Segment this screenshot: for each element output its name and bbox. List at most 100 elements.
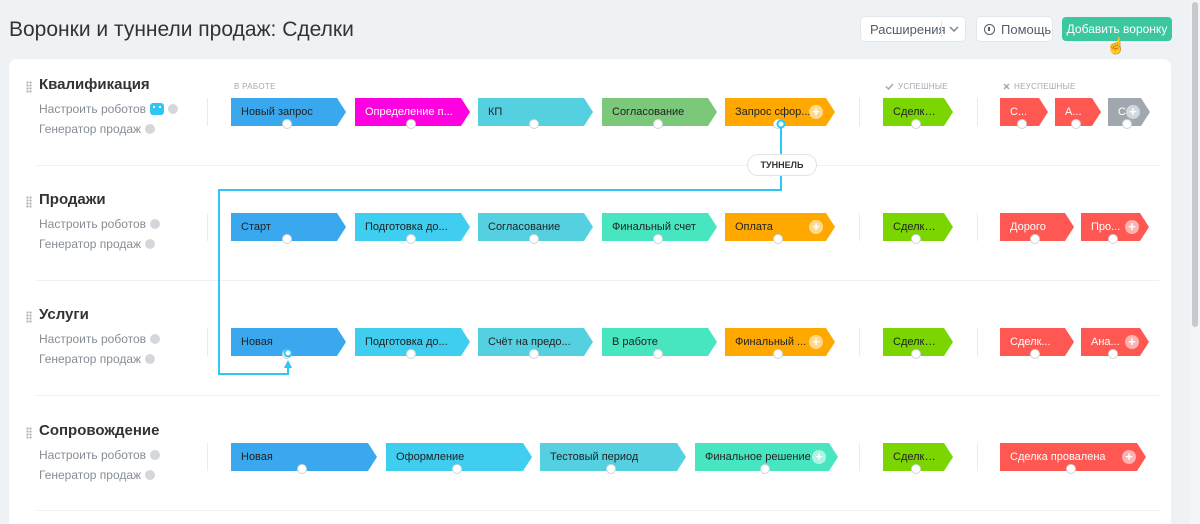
help-button[interactable]: Помощь — [977, 17, 1052, 41]
plus-icon[interactable]: + — [1125, 220, 1139, 234]
help-icon[interactable] — [145, 470, 156, 480]
stage-connector-dot[interactable] — [760, 465, 769, 473]
generator-label: Генератор продаж — [39, 122, 142, 136]
cross-icon — [1003, 83, 1010, 90]
drag-handle-icon[interactable] — [26, 311, 32, 323]
info-icon — [984, 23, 995, 35]
help-icon[interactable] — [168, 104, 179, 114]
stage-connector-dot[interactable] — [453, 465, 461, 473]
stage-connector-dot[interactable] — [653, 350, 662, 358]
add-funnel-button[interactable]: Добавить воронку — [1062, 17, 1172, 41]
stage-connector-dot[interactable] — [406, 350, 415, 358]
generator-link[interactable]: Генератор продаж — [39, 122, 156, 136]
stage-label: Согласование — [488, 221, 561, 233]
stage-connector-dot[interactable] — [529, 120, 538, 128]
stage-label: С — [1118, 106, 1126, 118]
generator-label: Генератор продаж — [39, 352, 142, 366]
stage-label: Подготовка до... — [365, 336, 448, 348]
stage-connector-dot[interactable] — [1109, 350, 1117, 358]
divider — [977, 443, 978, 471]
robots-label: Настроить роботов — [39, 217, 147, 231]
hand-cursor-icon: ☝ — [1106, 38, 1126, 55]
funnel-title: Сопровождение — [39, 422, 160, 439]
stage-label: Новый запрос — [241, 106, 313, 118]
stage-connector-dot[interactable] — [774, 350, 782, 358]
stage-label: Финальное решение — [705, 451, 811, 463]
plus-icon[interactable]: + — [1125, 335, 1139, 349]
stage-label: Сделк... — [1010, 336, 1051, 348]
robots-link[interactable]: Настроить роботов — [39, 102, 179, 116]
help-icon[interactable] — [145, 354, 156, 364]
help-icon[interactable] — [150, 334, 161, 344]
help-icon[interactable] — [145, 124, 156, 134]
row-divider — [36, 280, 1159, 281]
drag-handle-icon[interactable] — [26, 196, 32, 208]
extensions-dropdown[interactable]: Расширения — [861, 17, 965, 41]
stage-connector-dot[interactable] — [529, 235, 538, 243]
funnel-title: Продажи — [39, 191, 106, 208]
divider — [207, 98, 208, 126]
row-divider — [36, 510, 1159, 511]
drag-handle-icon[interactable] — [26, 81, 32, 93]
divider — [941, 21, 942, 37]
stage-connector-dot[interactable] — [282, 235, 291, 243]
stage-connector-dot[interactable] — [406, 120, 415, 128]
stage-connector-dot[interactable] — [1109, 235, 1117, 243]
plus-icon[interactable]: + — [812, 450, 826, 464]
robots-link[interactable]: Настроить роботов — [39, 332, 161, 346]
help-icon[interactable] — [150, 219, 161, 229]
tunnel-label[interactable]: ТУННЕЛЬ — [748, 155, 816, 175]
stage-connector-dot[interactable] — [298, 465, 306, 473]
robot-icon — [150, 103, 165, 115]
stage-connector-dot[interactable] — [774, 120, 782, 128]
divider — [207, 443, 208, 471]
stage-connector-dot[interactable] — [529, 350, 538, 358]
robots-link[interactable]: Настроить роботов — [39, 448, 161, 462]
stage-label: Сделка ... — [893, 451, 937, 463]
stage-connector-dot[interactable] — [912, 235, 920, 243]
stage-label: Согласование — [612, 106, 685, 118]
generator-link[interactable]: Генератор продаж — [39, 352, 156, 366]
stage-label: Оплата — [735, 221, 773, 233]
row-divider — [36, 395, 1159, 396]
stage-label: Сделка ... — [893, 221, 937, 233]
stage-label: Ана... — [1091, 336, 1120, 348]
plus-icon[interactable]: + — [809, 335, 823, 349]
chevron-down-icon[interactable] — [942, 26, 965, 32]
stage-connector-dot[interactable] — [406, 235, 415, 243]
check-icon — [885, 83, 894, 90]
stage-connector-dot[interactable] — [1072, 120, 1080, 128]
plus-icon[interactable]: + — [809, 105, 823, 119]
stage-connector-dot[interactable] — [1031, 235, 1039, 243]
stage-connector-dot[interactable] — [774, 235, 782, 243]
drag-handle-icon[interactable] — [26, 427, 32, 439]
stage-connector-dot[interactable] — [653, 235, 662, 243]
robots-link[interactable]: Настроить роботов — [39, 217, 161, 231]
funnel-title: Квалификация — [39, 76, 150, 93]
divider — [977, 98, 978, 126]
stage-connector-dot[interactable] — [1031, 350, 1039, 358]
generator-link[interactable]: Генератор продаж — [39, 237, 156, 251]
stage-connector-dot[interactable] — [912, 465, 920, 473]
robots-label: Настроить роботов — [39, 102, 147, 116]
plus-icon[interactable]: + — [1126, 105, 1140, 119]
divider — [207, 213, 208, 241]
stage-connector-dot[interactable] — [282, 120, 291, 128]
plus-icon[interactable]: + — [1122, 450, 1136, 464]
in-work-header: В РАБОТЕ — [234, 82, 276, 91]
stage-label: Подготовка до... — [365, 221, 448, 233]
help-icon[interactable] — [150, 450, 161, 460]
stage-connector-dot[interactable] — [912, 350, 920, 358]
stage-connector-dot[interactable] — [282, 350, 291, 358]
plus-icon[interactable]: + — [809, 220, 823, 234]
help-icon[interactable] — [145, 239, 156, 249]
stage-connector-dot[interactable] — [1018, 120, 1026, 128]
stage-connector-dot[interactable] — [653, 120, 662, 128]
fail-header: НЕУСПЕШНЫЕ — [1003, 82, 1076, 91]
scrollbar-thumb[interactable] — [1192, 2, 1198, 327]
stage-connector-dot[interactable] — [912, 120, 920, 128]
generator-link[interactable]: Генератор продаж — [39, 468, 156, 482]
stage-connector-dot[interactable] — [607, 465, 615, 473]
stage-connector-dot[interactable] — [1067, 465, 1075, 473]
stage-connector-dot[interactable] — [1123, 120, 1131, 128]
